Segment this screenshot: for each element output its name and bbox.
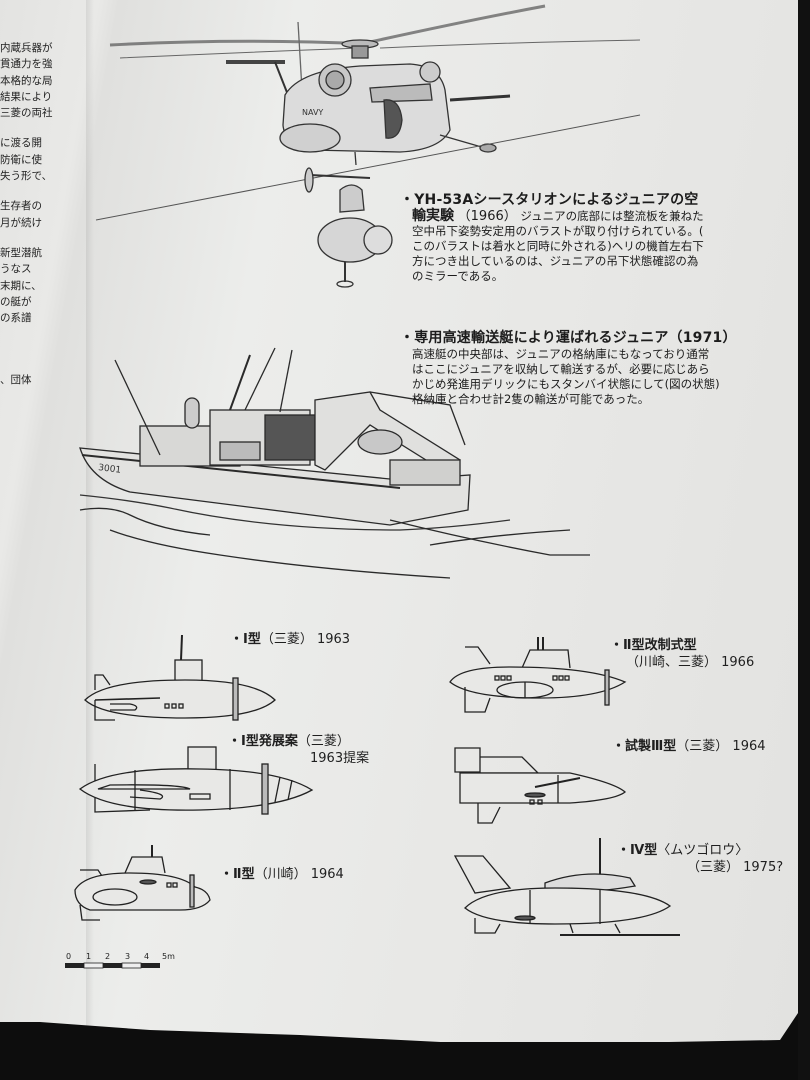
left-line: 結果により xyxy=(0,90,53,103)
submarine-type-2-modified-drawing xyxy=(449,637,627,713)
boat-caption-line: はここにジュニアを収納して輸送するが、必要に応じあら xyxy=(412,362,710,376)
left-line: 月が続け xyxy=(0,216,42,229)
left-line: 本格的な局 xyxy=(0,74,53,87)
left-line: の系譜 xyxy=(0,312,32,325)
helicopter-caption-title: ・YH-53Aシースタリオンによるジュニアの空 xyxy=(400,192,699,208)
page-fold-shadow xyxy=(86,0,94,1030)
helicopter-caption-line: ジュニアの底部には整流板を兼ねた xyxy=(520,209,704,223)
scale-tick-label: 0 xyxy=(66,952,72,961)
background-edge xyxy=(798,0,810,1080)
submarine-type-2-modified-label: ・Ⅱ型改制式型 （川崎、三菱） 1966 xyxy=(610,637,754,671)
left-line: の艇が xyxy=(0,295,32,308)
helicopter-caption-line: のミラーである。 xyxy=(412,269,504,283)
submarine-type-2-modified-detail: （川崎、三菱） 1966 xyxy=(626,655,755,670)
submarine-type-1-proposal-label: ・Ⅰ型発展案（三菱） 1963提案 xyxy=(228,733,369,767)
helicopter-caption-line: 空中吊下姿勢安定用のバラストが取り付けられている。( xyxy=(412,224,704,238)
scale-tick-label: 3 xyxy=(125,952,131,961)
submarine-type-3-prototype-name: ・試製Ⅲ型 xyxy=(612,739,677,754)
scale-tick-label: 5m xyxy=(162,952,175,961)
scale-tick-label: 4 xyxy=(144,952,150,961)
submarine-type-2-label: ・Ⅱ型（川崎） 1964 xyxy=(220,866,344,883)
book-page: 内蔵兵器が 貫通力を強 本格的な局 結果により 三菱の両社 に渡る開 防衛に使 … xyxy=(0,0,800,1042)
helicopter-illustration: NAVY xyxy=(95,4,641,288)
submarine-type-1-drawing xyxy=(84,634,276,721)
submarine-type-1-label: ・Ⅰ型（三菱） 1963 xyxy=(230,631,350,648)
submarine-type-1-proposal-year: 1963提案 xyxy=(310,751,370,766)
submarine-type-3-prototype-detail: （三菱） 1964 xyxy=(676,739,766,754)
svg-text:NAVY: NAVY xyxy=(302,108,323,117)
left-line: 失う形で、 xyxy=(0,170,53,183)
submarine-type-2-name: ・Ⅱ型 xyxy=(220,867,255,882)
submarine-type-2-drawing xyxy=(74,845,211,921)
scale-tick-label: 2 xyxy=(105,952,111,961)
submarine-type-1-proposal-drawing xyxy=(78,746,314,815)
boat-caption-line: 高速艇の中央部は、ジュニアの格納庫にもなっており通常 xyxy=(412,347,710,361)
submarine-type-4-name: ・Ⅳ型 xyxy=(617,843,658,858)
left-line: 三菱の両社 xyxy=(0,107,53,120)
svg-text:3001: 3001 xyxy=(98,463,122,476)
submarine-type-4-mutsugoro-label: ・Ⅳ型〈ムツゴロウ〉 （三菱） 1975? xyxy=(617,842,783,876)
left-line: 貫通力を強 xyxy=(0,58,53,71)
helicopter-caption-body: 輸実験 （1966） ジュニアの底部には整流板を兼ねた 空中吊下姿勢安定用のバラ… xyxy=(412,208,800,284)
transport-boat-illustration: 3001 xyxy=(79,347,590,579)
helicopter-caption-year: （1966） xyxy=(457,209,517,224)
submarine-type-1-proposal-name: ・Ⅰ型発展案 xyxy=(228,734,298,749)
left-line: 、団体 xyxy=(0,374,32,387)
submarine-type-3-prototype-label: ・試製Ⅲ型（三菱） 1964 xyxy=(612,738,766,755)
submarine-type-1-proposal-detail: （三菱） xyxy=(297,734,350,749)
submarine-type-2-detail: （川崎） 1964 xyxy=(254,867,344,882)
submarine-type-4-detail: （三菱） 1975? xyxy=(687,860,784,875)
left-line: 内蔵兵器が xyxy=(0,42,53,54)
boat-caption-title: ・専用高速輸送艇により運ばれるジュニア（1971） xyxy=(400,330,737,346)
scale-bar xyxy=(65,962,160,969)
boat-caption: ・専用高速輸送艇により運ばれるジュニア（1971） 高速艇の中央部は、ジュニアの… xyxy=(400,330,800,407)
boat-caption-line: 格納庫と合わせ計2隻の輸送が可能であった。 xyxy=(412,392,650,406)
submarine-type-4-mutsugoro-drawing xyxy=(453,838,680,936)
left-line: 生存者の xyxy=(0,200,42,213)
left-line: 防衛に使 xyxy=(0,153,42,166)
helicopter-caption: ・YH-53Aシースタリオンによるジュニアの空 輸実験 （1966） ジュニアの… xyxy=(400,192,800,284)
submarine-type-4-nickname: 〈ムツゴロウ〉 xyxy=(657,843,749,858)
submarine-type-3-prototype-drawing xyxy=(454,747,627,824)
left-line: 新型潜航 xyxy=(0,246,42,259)
submarine-type-1-detail: （三菱） 1963 xyxy=(260,632,351,647)
boat-caption-line: かじめ発進用デリックにもスタンバイ状態にして(図の状態) xyxy=(412,377,720,391)
scale-tick-label: 1 xyxy=(86,952,92,961)
helicopter-caption-line: 方につき出しているのは、ジュニアの吊下状態確認の為 xyxy=(412,254,699,268)
submarine-type-1-name: ・Ⅰ型 xyxy=(230,632,261,647)
helicopter-caption-title-cont: 輸実験 xyxy=(412,208,454,224)
left-line: 末期に、 xyxy=(0,279,42,292)
helicopter-caption-line: このバラストは着水と同時に外される)ヘリの機首左右下 xyxy=(412,239,704,253)
left-line: うなス xyxy=(0,263,32,276)
left-column-text: 内蔵兵器が 貫通力を強 本格的な局 結果により 三菱の両社 に渡る開 防衛に使 … xyxy=(0,40,90,389)
left-line: に渡る開 xyxy=(0,137,42,150)
submarine-type-2-modified-name: ・Ⅱ型改制式型 xyxy=(610,638,697,653)
